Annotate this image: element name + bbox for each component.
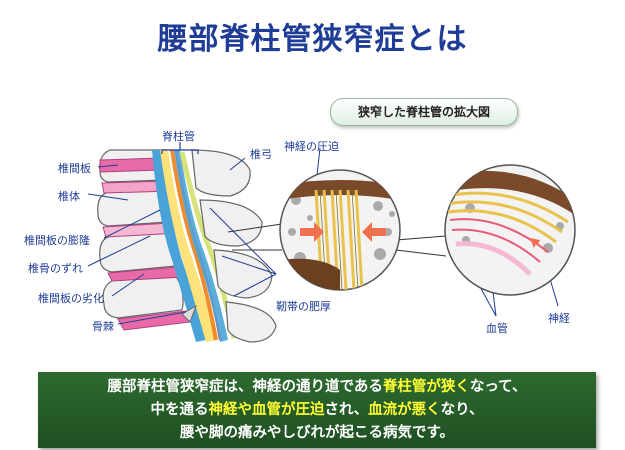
label-disc-bulge: 椎間板の膨隆 — [24, 234, 90, 247]
intervertebral-disc — [99, 157, 163, 173]
spinal-canal-sheath — [174, 150, 228, 342]
summary-line-2: 中を通る神経や血管が圧迫され、血流が悪くなり、 — [150, 402, 484, 418]
label-bone-spur: 骨棘 — [92, 320, 114, 333]
magnified-view-vessels — [444, 164, 576, 296]
spine-illustration — [97, 149, 277, 343]
zoom-connectors — [227, 223, 447, 257]
label-disc: 椎間板 — [58, 162, 91, 175]
label-blood-vessel: 血管 — [486, 322, 508, 335]
summary-box: 腰部脊柱管狭窄症は、神経の通り道である脊柱管が狭くなって、 中を通る神経や血管が… — [38, 372, 596, 448]
magnified-view-compression — [279, 169, 401, 291]
label-spinal-canal: 脊柱管 — [162, 130, 195, 143]
vertebral-body — [102, 275, 184, 319]
label-vertebral-body: 椎体 — [58, 190, 80, 203]
spinal-canal — [160, 150, 218, 342]
label-nerve: 神経 — [548, 312, 570, 325]
vertebral-arch — [213, 249, 273, 299]
highlight-text: 脊柱管が狭く — [382, 379, 470, 395]
label-vertebral-arch: 椎弓 — [250, 148, 272, 161]
label-nerve-compression: 神経の圧迫 — [284, 140, 339, 153]
summary-line-3: 腰や脚の痛みやしびれが起こる病気です。 — [179, 425, 455, 441]
page-title: 腰部脊柱管狭窄症とは — [157, 22, 468, 57]
summary-line-1: 腰部脊柱管狭窄症は、神経の通り道である脊柱管が狭くなって、 — [107, 379, 527, 395]
label-vertebra-slip: 椎骨のずれ — [28, 262, 83, 275]
highlight-text: 血流が悪く — [368, 402, 441, 418]
vertebral-arch — [191, 149, 251, 197]
highlight-text: 神経や血管が圧迫 — [208, 402, 325, 418]
bone-spur — [181, 304, 197, 323]
vertebral-arch — [199, 199, 263, 247]
zoom-view-label: 狭窄した脊柱管の拡大図 — [330, 98, 518, 126]
label-ligament-thickening: 靭帯の肥厚 — [276, 300, 331, 313]
vertebral-arch — [225, 301, 277, 343]
label-disc-degeneration: 椎間板の劣化 — [38, 292, 104, 305]
spinal-cord — [170, 149, 218, 341]
